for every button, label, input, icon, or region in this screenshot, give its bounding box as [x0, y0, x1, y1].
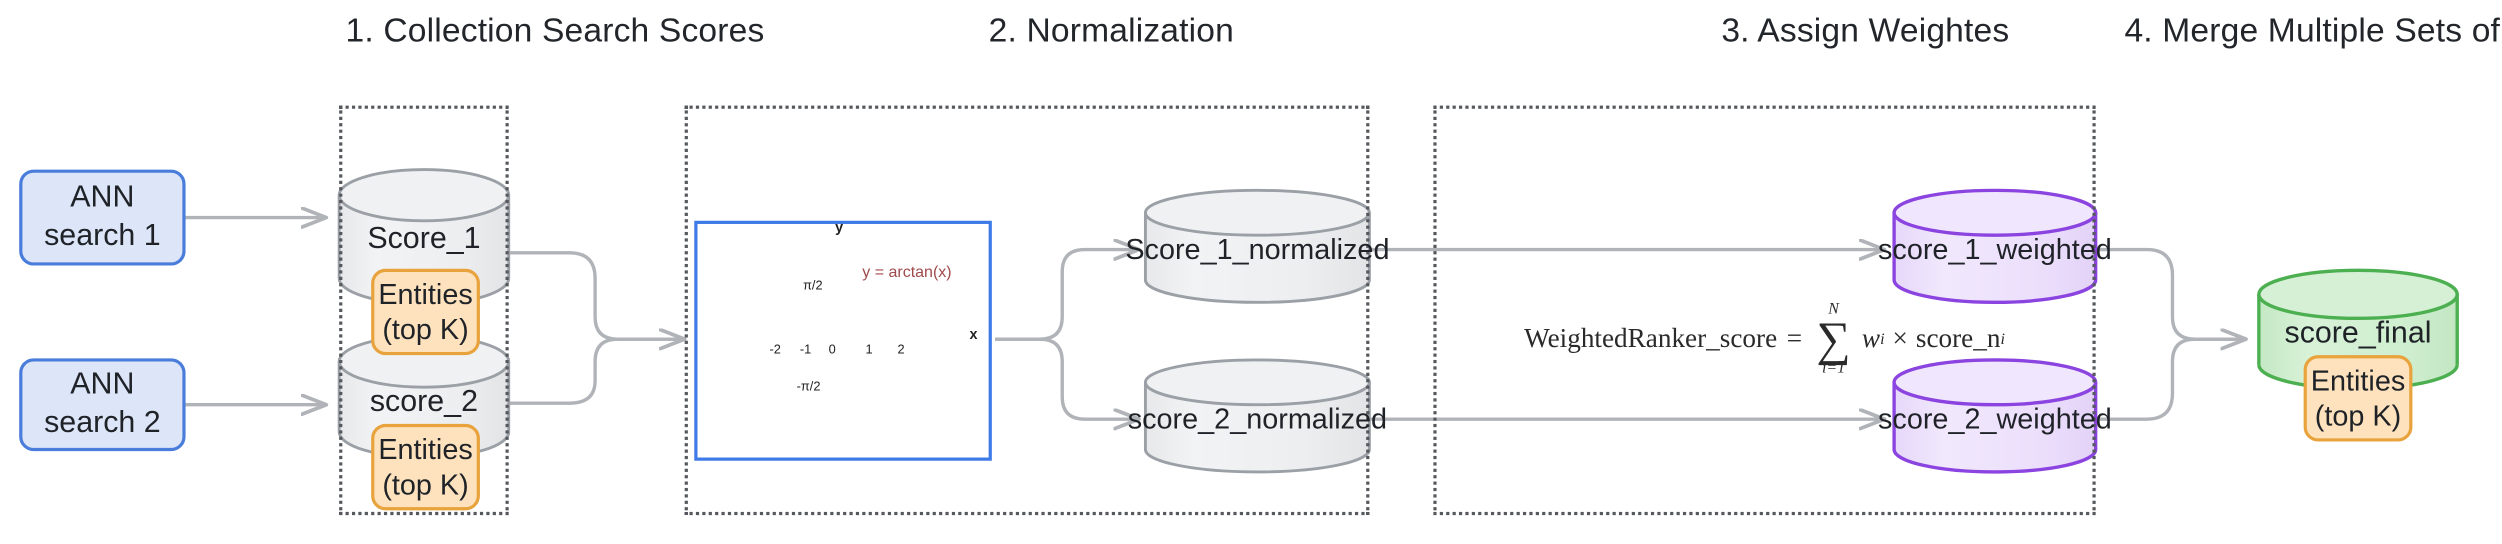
- connector-chart-to-score2n: [995, 337, 1139, 419]
- stage-title-1: 1. Collection Search Scores: [345, 12, 765, 50]
- stage-title-2: 2. Normalization: [988, 12, 1234, 50]
- formula-lhs: WeightedRanker_score: [1524, 323, 1778, 354]
- weighted-ranker-formula: WeightedRanker_score = N ∑ i=1 w i × sco…: [1485, 299, 2045, 377]
- formula-equals: =: [1786, 323, 1803, 354]
- stage-title-3: 3. Assign Weightes: [1721, 12, 2010, 50]
- formula-sum-lower-limit: i=1: [1821, 359, 1846, 377]
- entities-label-line-1: Entities: [2310, 363, 2406, 396]
- formula-term-subscript: i: [2000, 330, 2005, 348]
- entities-label-line-1: Entities: [378, 277, 473, 310]
- connector-score1-to-chart: [508, 251, 685, 339]
- cylinder-score-1-weighted: [1892, 188, 2098, 305]
- entities-label-line-2: (top K): [382, 313, 469, 346]
- connector-chart-to-score1n: [995, 250, 1139, 341]
- stage-title-4: 4. Merge Multiple Sets of Results: [2124, 12, 2502, 50]
- formula-sum-upper-limit: N: [1828, 299, 1839, 318]
- ann-search-1-box[interactable]: ANN search 1: [19, 169, 186, 266]
- formula-sum-symbol: ∑: [1816, 312, 1851, 366]
- entities-box-score-final: Entities (top K): [2303, 355, 2413, 442]
- formula-term: score_n: [1915, 323, 2001, 354]
- cylinder-score-2-weighted: [1892, 358, 2098, 474]
- formula-summation: N ∑ i=1: [1816, 299, 1851, 377]
- entities-box-score-2: Entities (top K): [371, 423, 480, 511]
- connector-score2w-to-final: [2095, 337, 2247, 421]
- ann-search-2-box[interactable]: ANN search 2: [19, 358, 186, 452]
- formula-weight-subscript: i: [1880, 330, 1885, 348]
- entities-label-line-2: (top K): [2314, 399, 2402, 432]
- stage-3-frame: [1433, 105, 2096, 516]
- formula-weight: w: [1861, 323, 1881, 354]
- ann-search-2-label: ANN search 2: [44, 368, 161, 440]
- formula-times: ×: [1892, 323, 1908, 354]
- stage-1-frame: [339, 105, 509, 516]
- connector-score1w-to-final: [2095, 247, 2246, 340]
- arctan-chart-panel: [694, 220, 992, 461]
- entities-label-line-1: Entities: [378, 432, 473, 465]
- connector-score2-to-chart: [508, 337, 685, 405]
- entities-box-score-1: Entities (top K): [371, 268, 480, 356]
- stage-2-frame: [684, 105, 1370, 516]
- cylinder-score-1-normalized: [1143, 188, 1371, 304]
- cylinder-score-2-normalized: [1143, 358, 1371, 474]
- ann-search-1-label: ANN search 1: [44, 181, 161, 253]
- entities-label-line-2: (top K): [382, 468, 469, 501]
